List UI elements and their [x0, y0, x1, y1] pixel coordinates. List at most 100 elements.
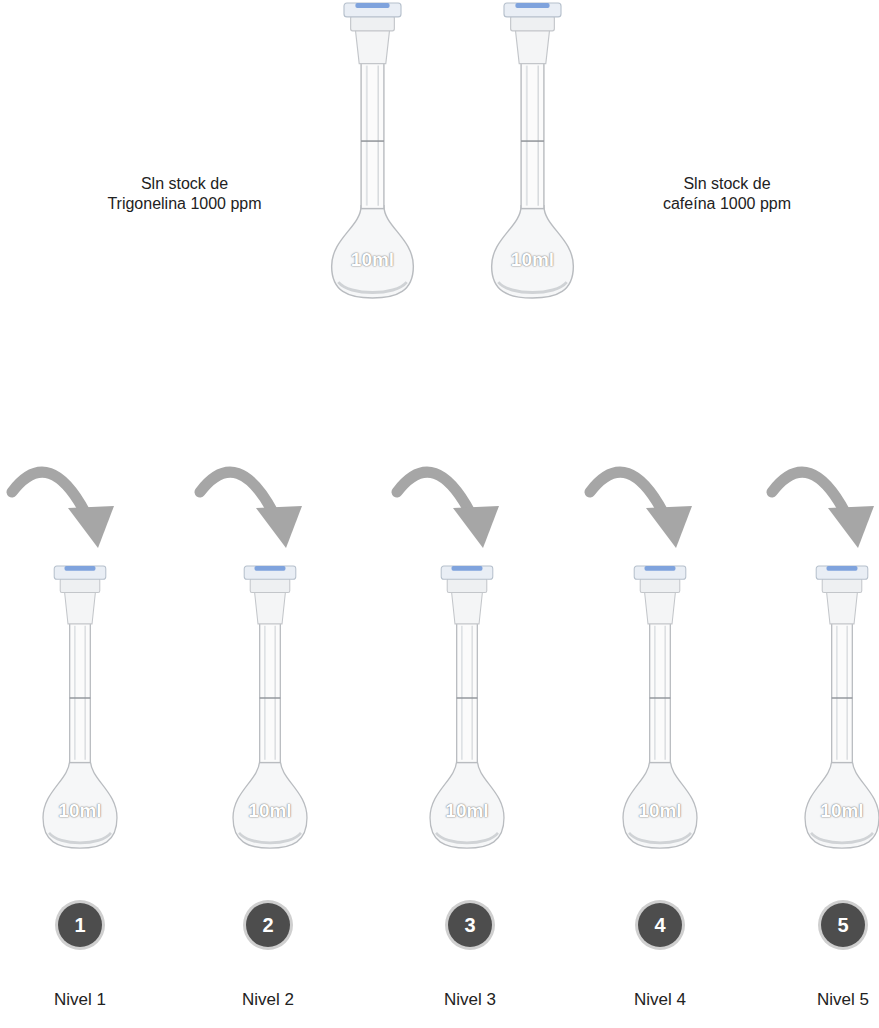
level-badge: 3Nivel 3 [448, 903, 492, 947]
flask-neck [650, 620, 671, 763]
level-badge: 2Nivel 2 [246, 903, 290, 947]
graduation-mark [70, 697, 91, 698]
neck-highlight [461, 626, 463, 760]
stopper-plug [515, 30, 549, 64]
volume-marking: 10ml [227, 799, 313, 823]
neck-highlight [537, 66, 538, 206]
flask-base [338, 282, 406, 292]
level-label: Nivel 4 [590, 989, 730, 1010]
stopper-collar [822, 578, 862, 592]
level-label: Nivel 3 [400, 989, 540, 1010]
arrow-head [646, 506, 692, 548]
graduation-mark [650, 697, 671, 698]
stopper-cap [816, 566, 868, 579]
neck-highlight [847, 626, 848, 760]
stopper-collar [640, 578, 680, 592]
stopper-plug [645, 592, 676, 624]
flask-neck [832, 620, 853, 763]
stopper-cap [504, 3, 561, 17]
graduation-mark [521, 140, 544, 141]
volume-marking: 10ml [617, 799, 703, 823]
flask-neck [260, 620, 281, 763]
stopper-cap [244, 566, 296, 579]
volumetric-flask: 10ml [424, 565, 510, 850]
level-label: Nivel 1 [10, 989, 150, 1010]
graduation-mark [832, 697, 853, 698]
volumetric-flask: Sln stock de cafeína 1000 ppm10ml [485, 2, 580, 300]
flask-base [436, 833, 498, 843]
stopper-collar [511, 16, 555, 31]
graduation-mark [260, 697, 281, 698]
level-badge: 1Nivel 1 [58, 903, 102, 947]
volumetric-flask: 10ml [799, 565, 879, 850]
callout-number: 3 [448, 913, 492, 938]
stopper-plug [255, 592, 286, 624]
volumetric-flask: 10ml [617, 565, 703, 850]
callout-number: 1 [58, 913, 102, 938]
flask-neck [521, 60, 544, 209]
level-badge: 4Nivel 4 [638, 903, 682, 947]
stopper-collar [351, 16, 395, 31]
volume-marking: 10ml [325, 248, 420, 272]
neck-highlight [74, 626, 76, 760]
cap-band [827, 566, 858, 571]
neck-highlight [377, 66, 378, 206]
neck-highlight [264, 626, 266, 760]
graduation-mark [361, 140, 384, 141]
callout-number: 5 [821, 913, 865, 938]
stopper-collar [447, 578, 487, 592]
stock-label: Sln stock de cafeína 1000 ppm [657, 174, 797, 214]
stopper-collar [250, 578, 290, 592]
volume-marking: 10ml [424, 799, 510, 823]
flask-base [811, 833, 873, 843]
flask-base [239, 833, 301, 843]
stopper-cap [344, 3, 401, 17]
volumetric-flask: 10ml [37, 565, 123, 850]
volume-marking: 10ml [37, 799, 123, 823]
flask-base [629, 833, 691, 843]
neck-highlight [654, 626, 656, 760]
flask-neck [457, 620, 478, 763]
cap-band [452, 566, 483, 571]
stopper-plug [452, 592, 483, 624]
graduation-mark [457, 697, 478, 698]
stopper-plug [827, 592, 858, 624]
neck-highlight [275, 626, 276, 760]
callout-number: 4 [638, 913, 682, 938]
cap-band [515, 3, 549, 8]
neck-highlight [85, 626, 86, 760]
level-label: Nivel 2 [198, 989, 338, 1010]
level-badge: 5Nivel 5 [821, 903, 865, 947]
neck-highlight [472, 626, 473, 760]
volume-marking: 10ml [799, 799, 879, 823]
arrow-head [256, 506, 302, 548]
stopper-cap [441, 566, 493, 579]
stock-label: Sln stock de Trigonelina 1000 ppm [102, 174, 267, 214]
arrow-head [453, 506, 499, 548]
stopper-collar [60, 578, 100, 592]
stopper-plug [355, 30, 389, 64]
stopper-plug [65, 592, 96, 624]
neck-highlight [665, 626, 666, 760]
volumetric-flask: Sln stock de Trigonelina 1000 ppm10ml [325, 2, 420, 300]
volumetric-flask: 10ml [227, 565, 313, 850]
flask-base [498, 282, 566, 292]
level-label: Nivel 5 [773, 989, 879, 1010]
cap-band [255, 566, 286, 571]
stopper-cap [634, 566, 686, 579]
callout-number: 2 [246, 913, 290, 938]
flask-neck [361, 60, 384, 209]
flask-base [49, 833, 111, 843]
neck-highlight [366, 66, 368, 206]
cap-band [645, 566, 676, 571]
cap-band [355, 3, 389, 8]
stopper-cap [54, 566, 106, 579]
volume-marking: 10ml [485, 248, 580, 272]
flask-neck [70, 620, 91, 763]
neck-highlight [836, 626, 838, 760]
arrow-head [68, 506, 114, 548]
neck-highlight [526, 66, 528, 206]
cap-band [65, 566, 96, 571]
